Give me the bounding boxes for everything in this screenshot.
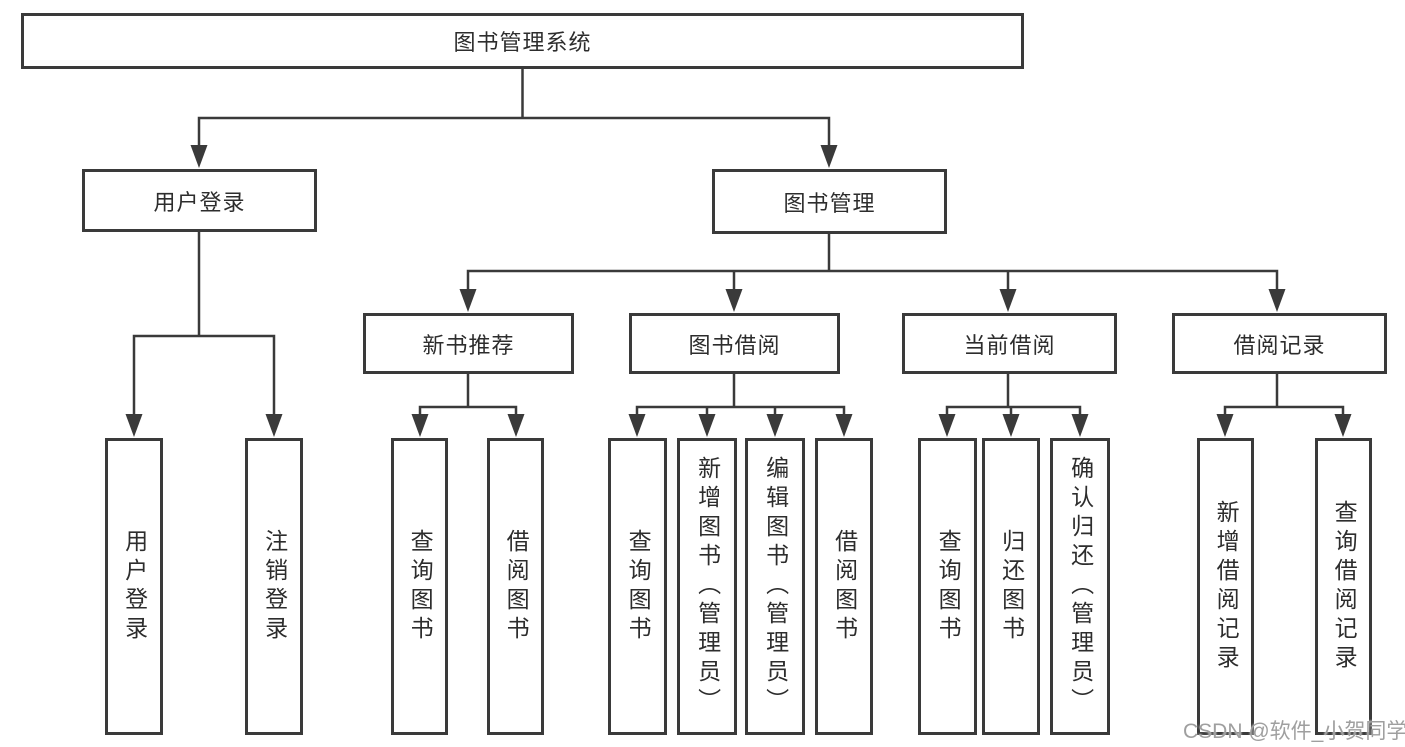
arrowhead (1002, 414, 1020, 437)
arrowhead (835, 414, 853, 437)
leaf-return-books: 归还图书 (982, 438, 1040, 735)
arrowhead (938, 414, 956, 437)
arrowhead (1268, 289, 1286, 312)
arrowhead (820, 145, 838, 168)
leaf-borrow-books-recommend: 借阅图书 (487, 438, 544, 735)
arrowhead (766, 414, 784, 437)
leaf-query-books-current: 查询图书 (918, 438, 977, 735)
arrowhead (698, 414, 716, 437)
node-borrowing-records: 借阅记录 (1172, 313, 1387, 374)
arrowhead (459, 289, 477, 312)
arrowhead (725, 289, 743, 312)
leaf-user-login: 用户登录 (105, 438, 163, 735)
leaf-logout: 注销登录 (245, 438, 303, 735)
arrowhead (1071, 414, 1089, 437)
arrowhead (1334, 414, 1352, 437)
arrowhead (265, 414, 283, 437)
arrowhead (507, 414, 525, 437)
node-current-borrowing: 当前借阅 (902, 313, 1117, 374)
arrowhead (411, 414, 429, 437)
leaf-edit-books-admin: 编辑图书（管理员） (745, 438, 805, 735)
arrowhead (1216, 414, 1234, 437)
leaf-query-books-borrowing: 查询图书 (608, 438, 667, 735)
leaf-add-books-admin: 新增图书（管理员） (677, 438, 737, 735)
arrowhead (628, 414, 646, 437)
leaf-add-borrow-record: 新增借阅记录 (1197, 438, 1254, 735)
arrowhead (999, 289, 1017, 312)
node-user-login: 用户登录 (82, 169, 317, 232)
csdn-watermark: CSDN @软件_小贺同学 (1183, 720, 1405, 743)
node-library-management-system: 图书管理系统 (21, 13, 1024, 69)
arrowhead (190, 145, 208, 168)
node-book-management: 图书管理 (712, 169, 947, 234)
leaf-query-books-recommend: 查询图书 (391, 438, 448, 735)
node-new-book-recommend: 新书推荐 (363, 313, 574, 374)
leaf-confirm-return-admin: 确认归还（管理员） (1050, 438, 1110, 735)
leaf-query-borrow-record: 查询借阅记录 (1315, 438, 1372, 735)
leaf-borrow-books-borrowing: 借阅图书 (815, 438, 873, 735)
node-book-borrowing: 图书借阅 (629, 313, 840, 374)
arrowhead (125, 414, 143, 437)
